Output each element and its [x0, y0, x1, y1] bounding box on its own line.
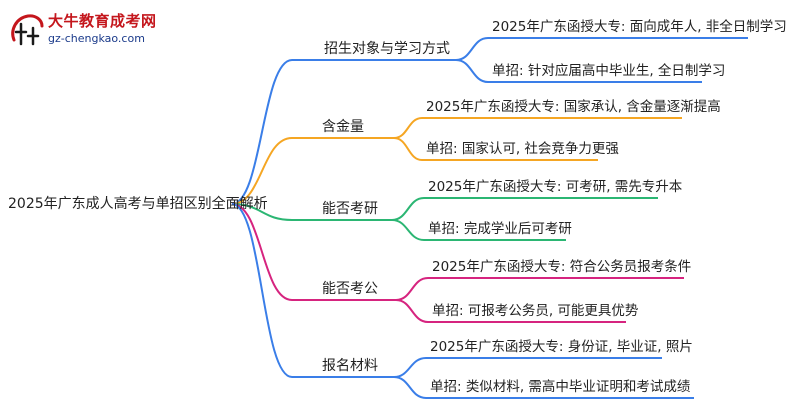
branch-3-leaf-1: 2025年广东函授大专: 可考研, 需先专升本	[428, 179, 683, 195]
branch-5-leaf-2: 单招: 类似材料, 需高中毕业证明和考试成绩	[430, 379, 691, 395]
logo-mark-icon	[11, 14, 44, 46]
connector-b4-leaf-2	[395, 299, 429, 323]
branch-3-label: 能否考研	[322, 201, 378, 217]
connector-b2-leaf-1	[393, 117, 423, 139]
connector-b5-leaf-2	[393, 376, 427, 399]
mindmap-connectors	[231, 37, 748, 399]
connector-b4-leaf-1	[395, 277, 429, 301]
connector-b3-leaf-1	[391, 197, 425, 221]
site-logo[interactable]: 大牛教育成考网 gz-chengkao.com	[6, 8, 166, 52]
branch-1-leaf-1: 2025年广东函授大专: 面向成年人, 非全日制学习	[492, 19, 787, 35]
connector-b1-leaf-1	[455, 37, 489, 61]
branch-4-leaf-1: 2025年广东函授大专: 符合公务员报考条件	[432, 259, 692, 275]
connector-root-branch-2	[231, 137, 293, 205]
branch-1-label: 招生对象与学习方式	[324, 41, 450, 57]
root-topic: 2025年广东成人高考与单招区别全面解析	[8, 196, 268, 212]
branch-2-leaf-1: 2025年广东函授大专: 国家承认, 含金量逐渐提高	[426, 99, 721, 115]
logo-title: 大牛教育成考网	[48, 12, 157, 30]
branch-2-label: 含金量	[322, 119, 364, 135]
branch-4-leaf-2: 单招: 可报考公务员, 可能更具优势	[432, 303, 639, 319]
connector-b2-leaf-2	[393, 137, 423, 161]
branch-5-leaf-1: 2025年广东函授大专: 身份证, 毕业证, 照片	[430, 339, 693, 355]
connector-root-branch-5	[231, 203, 293, 378]
branch-1-leaf-2: 单招: 针对应届高中毕业生, 全日制学习	[492, 63, 726, 79]
branch-3-leaf-2: 单招: 完成学业后可考研	[428, 221, 572, 237]
connector-b1-leaf-2	[455, 59, 489, 83]
connector-root-branch-4	[231, 203, 293, 301]
branch-4-label: 能否考公	[322, 281, 378, 297]
connector-b3-leaf-2	[391, 219, 425, 241]
connector-b5-leaf-1	[393, 357, 427, 378]
connector-root-branch-1	[231, 59, 293, 205]
branch-2-leaf-2: 单招: 国家认可, 社会竞争力更强	[426, 141, 619, 157]
branch-5-label: 报名材料	[322, 358, 378, 374]
logo-url: gz-chengkao.com	[48, 32, 145, 45]
connector-root-branch-3	[231, 203, 293, 221]
